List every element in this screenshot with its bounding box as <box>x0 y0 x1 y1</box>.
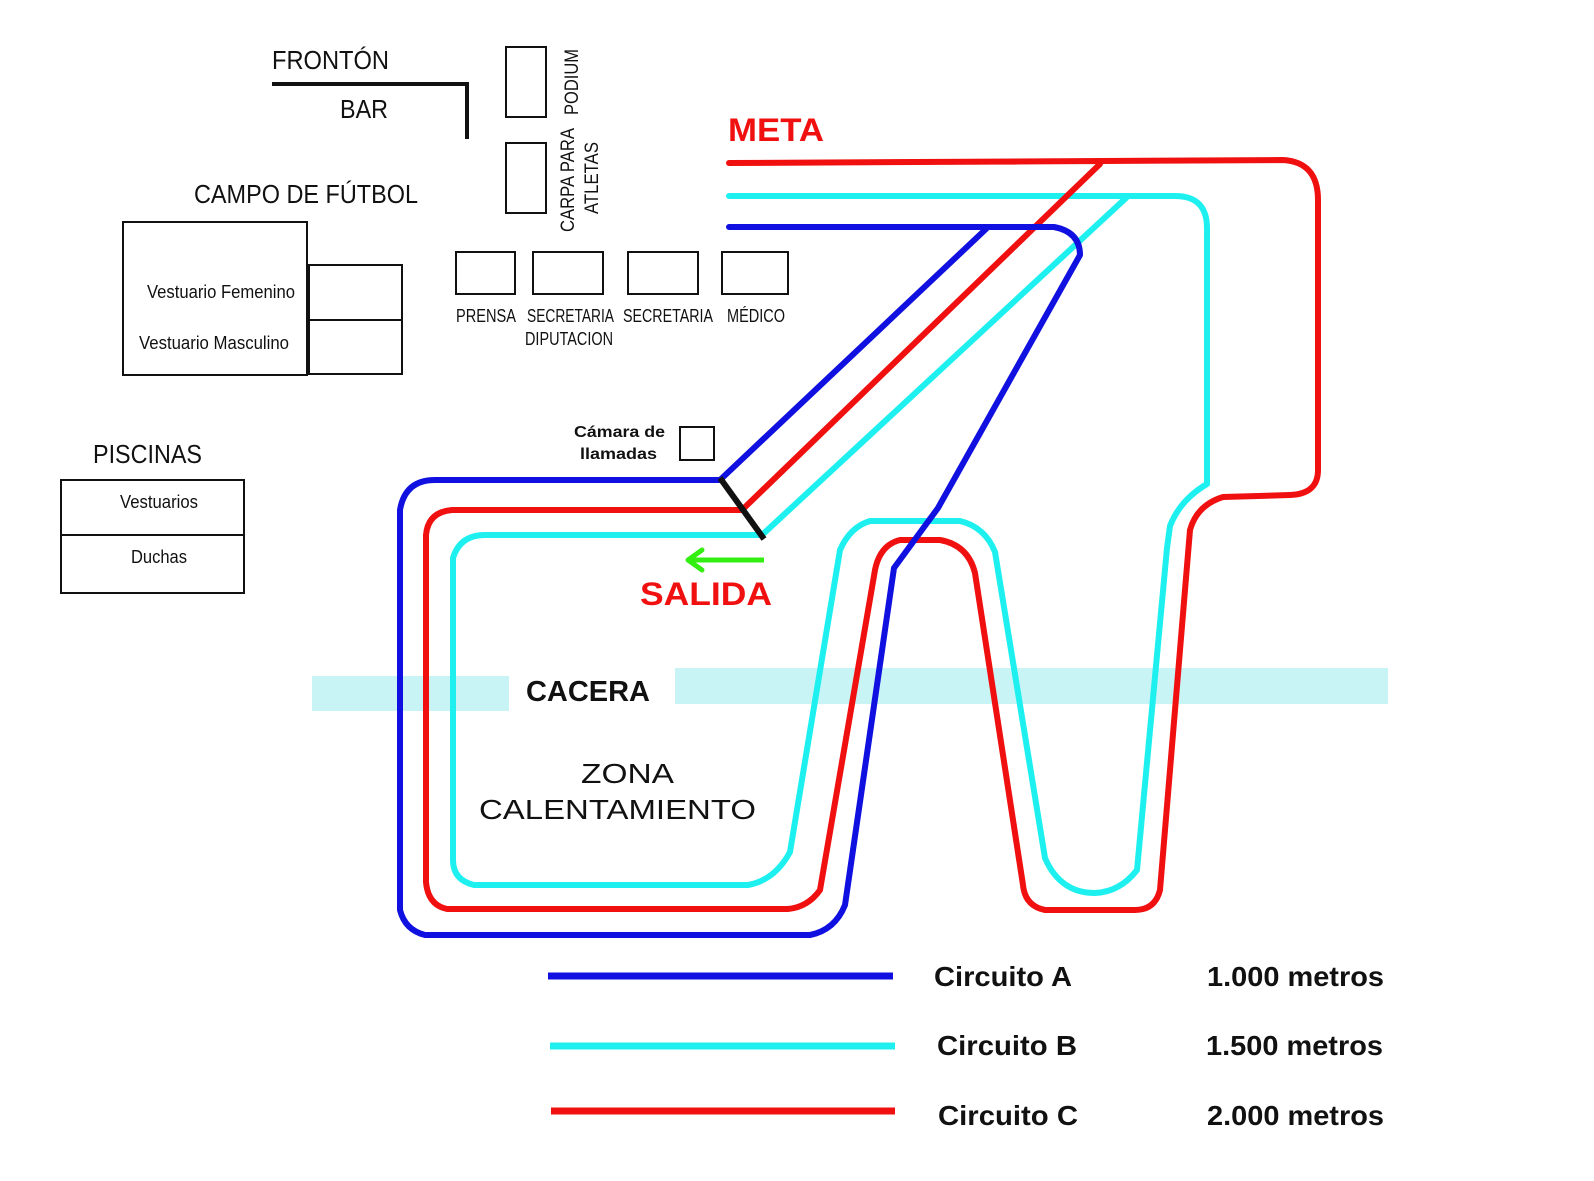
secretaria-box <box>627 251 699 295</box>
salida-arrow-icon <box>685 547 705 573</box>
fronton-label: FRONTÓN <box>272 45 389 75</box>
podium-box <box>505 46 547 118</box>
circuit-a-route <box>397 224 1083 938</box>
meta-label: META <box>728 112 824 148</box>
start-line <box>717 476 767 541</box>
circuit-c-route <box>423 157 1321 913</box>
cacera-label: CACERA <box>526 676 650 708</box>
carpa-label-line1: CARPA PARA <box>558 128 579 232</box>
salida-label: SALIDA <box>640 576 772 612</box>
legend-distance-circuit-c: 2.000 metros <box>1207 1100 1384 1131</box>
prensa-box <box>455 251 516 295</box>
secretaria-label: SECRETARIA <box>623 306 713 326</box>
legend-name-circuit-c: Circuito C <box>938 1100 1078 1131</box>
carpa-box <box>505 142 547 214</box>
secretaria-diputacion-box <box>532 251 604 295</box>
camara-box <box>679 426 715 461</box>
secretaria-diputacion-label-line1: SECRETARIA <box>527 306 614 326</box>
bar-label: BAR <box>340 94 388 124</box>
duchas-label: Duchas <box>131 547 187 567</box>
legend-name-circuit-b: Circuito B <box>937 1030 1077 1061</box>
campo-futbol-box <box>122 221 308 376</box>
cacera-channel-left <box>312 676 509 711</box>
secretaria-diputacion-label-line2: DIPUTACION <box>525 329 613 349</box>
legend: Circuito A Circuito B Circuito C 1.000 m… <box>548 961 1384 1131</box>
medico-label: MÉDICO <box>727 306 785 326</box>
campo-futbol-label: CAMPO DE FÚTBOL <box>194 179 418 209</box>
zona-label-line1: ZONA <box>581 758 674 789</box>
legend-distance-circuit-a: 1.000 metros <box>1207 961 1384 992</box>
podium-label: PODIUM <box>562 49 583 115</box>
legend-distance-circuit-b: 1.500 metros <box>1206 1030 1383 1061</box>
piscinas-box-bottom <box>60 534 245 594</box>
piscinas-label: PISCINAS <box>93 439 202 469</box>
camara-label-line2: llamadas <box>580 446 657 463</box>
circuit-b-route <box>450 193 1210 896</box>
vestuario-box-bottom <box>308 319 403 375</box>
carpa-label-line2: ATLETAS <box>582 142 603 214</box>
medico-box <box>721 251 789 295</box>
vestuario-box-top <box>308 264 403 321</box>
legend-name-circuit-a: Circuito A <box>934 961 1072 992</box>
fronton-wall <box>272 82 469 139</box>
vestuario-femenino-label: Vestuario Femenino <box>147 282 295 302</box>
prensa-label: PRENSA <box>456 306 516 326</box>
zona-label-line2: CALENTAMIENTO <box>479 794 756 825</box>
cacera-channel-right <box>675 668 1388 704</box>
vestuarios-label: Vestuarios <box>120 492 198 512</box>
camara-label-line1: Cámara de <box>574 424 665 441</box>
vestuario-masculino-label: Vestuario Masculino <box>139 333 289 353</box>
